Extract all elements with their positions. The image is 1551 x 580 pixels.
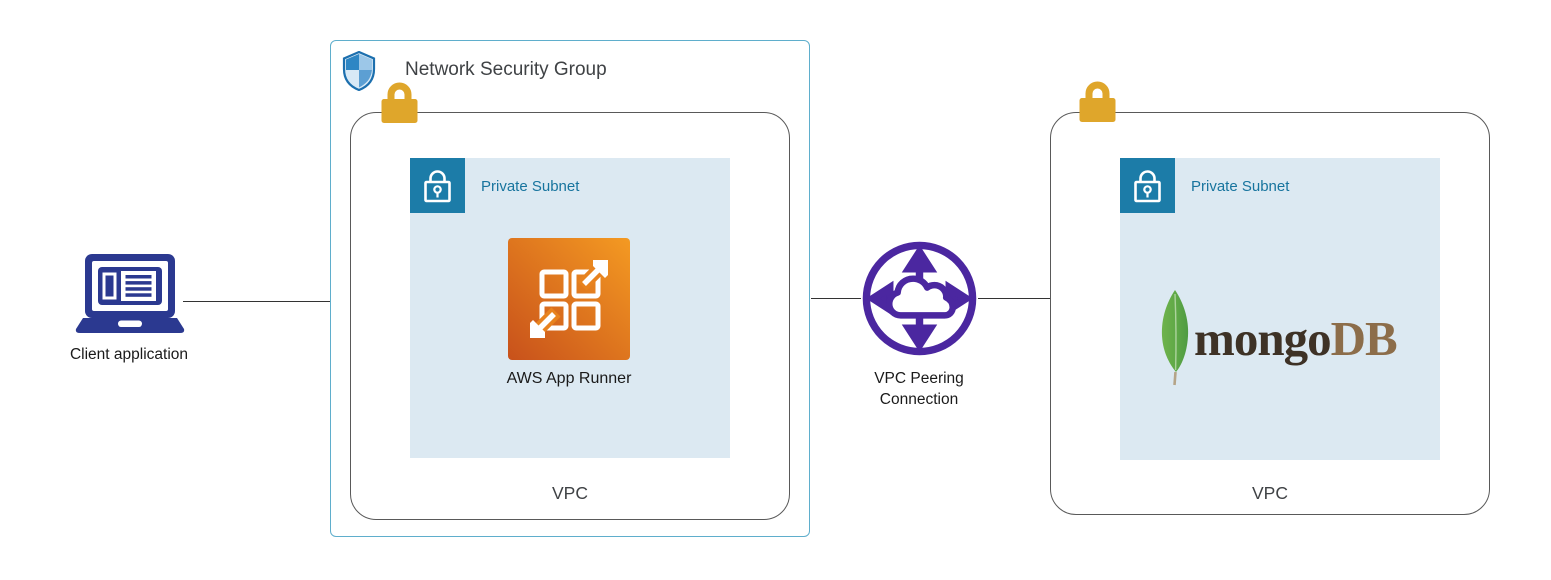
mongodb-leaf-icon bbox=[1156, 288, 1194, 388]
vpc-peering-label-line1: VPC Peering bbox=[874, 370, 964, 387]
padlock-icon bbox=[379, 80, 420, 124]
connector-line bbox=[978, 298, 1050, 299]
client-application-label: Client application bbox=[69, 346, 189, 363]
vpc-peering-icon bbox=[859, 238, 980, 359]
left-private-subnet-label: Private Subnet bbox=[481, 178, 580, 195]
vpc-peering-label-line2: Connection bbox=[879, 391, 959, 408]
padlock-icon bbox=[1077, 79, 1118, 123]
subnet-lock-icon bbox=[1120, 158, 1175, 213]
mongodb-wordmark-mongo: mongo bbox=[1194, 311, 1332, 366]
aws-app-runner-label: AWS App Runner bbox=[506, 370, 632, 387]
connector-line bbox=[183, 301, 330, 302]
left-vpc-label: VPC bbox=[552, 483, 588, 503]
network-security-group-title: Network Security Group bbox=[405, 59, 607, 80]
laptop-icon bbox=[75, 254, 185, 333]
mongodb-wordmark: mongoDB bbox=[1194, 311, 1398, 366]
vpc-peering-label: VPC Peering Connection bbox=[839, 368, 999, 410]
client-application-node bbox=[75, 254, 185, 340]
right-private-subnet-label: Private Subnet bbox=[1191, 178, 1290, 195]
right-vpc-label: VPC bbox=[1252, 483, 1288, 503]
connector-line bbox=[811, 298, 861, 299]
aws-app-runner-icon bbox=[508, 238, 630, 360]
shield-icon bbox=[342, 51, 376, 91]
subnet-lock-icon bbox=[410, 158, 465, 213]
mongodb-wordmark-db: DB bbox=[1330, 311, 1398, 366]
